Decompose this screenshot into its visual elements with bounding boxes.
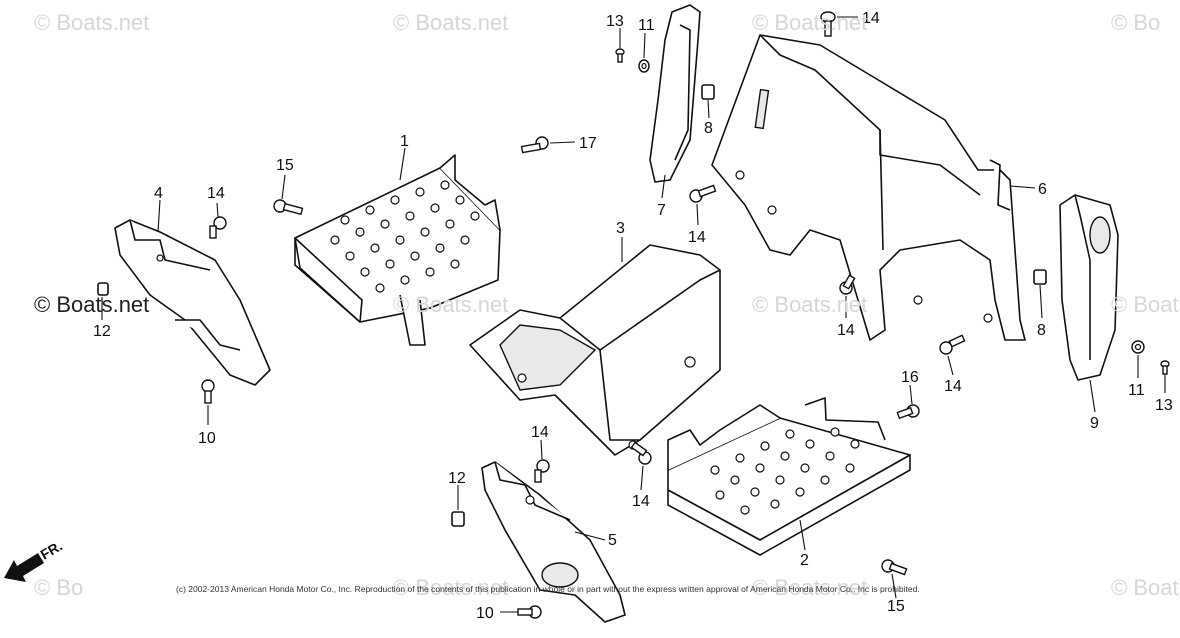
part-16-bolt [896,404,920,420]
label-part-13-right: 13 [1155,397,1173,414]
part-4-side-cover-left [114,219,271,386]
watermark: © Boats.net [393,10,509,35]
label-part-5: 5 [608,532,617,549]
label-part-10-left: 10 [198,430,216,447]
part-14-bolt-lower [534,459,550,483]
part-14-bolt-right [939,334,966,355]
part-14-bolt-mid [689,184,717,203]
watermark: © Boats.net [393,292,509,317]
part-8-clip-lower [1033,269,1047,285]
label-part-2: 2 [800,552,809,569]
label-part-12-left: 12 [93,323,111,340]
label-part-6: 6 [1038,181,1047,198]
part-15-bolt-lower [881,559,908,576]
part-15-bolt-upper [273,199,304,216]
label-part-9: 9 [1090,415,1099,432]
part-14-bolt-left [209,216,227,239]
part-13-screw-right [1160,360,1170,375]
watermark: © Boats.net [752,575,868,600]
part-14-bolt-tray [630,441,652,465]
label-part-13-top: 13 [606,13,624,30]
part-8-clip-upper [701,84,715,100]
part-11-washer-top [638,59,650,73]
label-part-11-right: 11 [1128,382,1145,399]
part-13-screw-top [615,48,625,63]
label-part-7: 7 [657,202,666,219]
part-2-floor-tray [667,397,911,556]
part-14-bolt-center [839,274,856,295]
label-part-15-lower: 15 [887,598,905,615]
part-7-side-rail [649,4,701,183]
label-part-14-lower: 14 [531,424,549,441]
watermark: © Bo [34,575,84,600]
part-3-center-tunnel [469,244,721,456]
part-12-clip-lower [451,511,465,527]
leader-lines [101,16,1166,613]
part-17-bolt [520,136,549,154]
copyright-notice: (c) 2002-2013 American Honda Motor Co., … [176,584,920,594]
watermark: © Boats.net [393,575,509,600]
watermark: © Boats.net [34,10,150,35]
part-1-floor-tray [294,154,501,346]
part-labels: 1 2 3 4 5 6 7 8 8 9 10 10 11 11 12 12 13… [93,10,1173,622]
watermark: © Boats.net [34,292,150,317]
watermark: © Boats.net [1111,575,1180,600]
part-10-bolt-lower [517,605,542,619]
label-part-16: 16 [901,369,919,386]
part-10-bolt-left [201,379,215,404]
label-part-17: 17 [579,135,597,152]
front-direction-label: FR. [38,537,66,562]
label-part-15-upper: 15 [276,157,294,174]
label-part-14-center: 14 [837,322,855,339]
watermark: © Boats.net [1111,292,1180,317]
label-part-4: 4 [154,185,163,202]
watermark: © Boats.net [752,292,868,317]
label-part-14-tray: 14 [632,493,650,510]
part-6-rear-fender [711,34,1026,341]
part-14-bolt-top [820,11,836,37]
part-11-washer-right [1131,340,1145,354]
watermark: © Boats.net [752,10,868,35]
label-part-12-lower: 12 [448,470,466,487]
label-part-8-lower: 8 [1037,322,1046,339]
part-5-side-cover-lower [481,461,626,623]
label-part-8-upper: 8 [704,120,713,137]
label-part-1: 1 [400,133,409,150]
label-part-3: 3 [616,220,625,237]
label-part-14-top: 14 [862,10,880,27]
label-part-14-left: 14 [207,185,225,202]
label-part-10-lower: 10 [476,605,494,622]
part-12-clip-left [97,282,109,296]
watermark: © Bo [1111,10,1161,35]
part-9-side-rail [1059,194,1119,381]
label-part-14-mid: 14 [688,229,706,246]
label-part-11-top: 11 [638,17,655,34]
label-part-14-right: 14 [944,378,962,395]
